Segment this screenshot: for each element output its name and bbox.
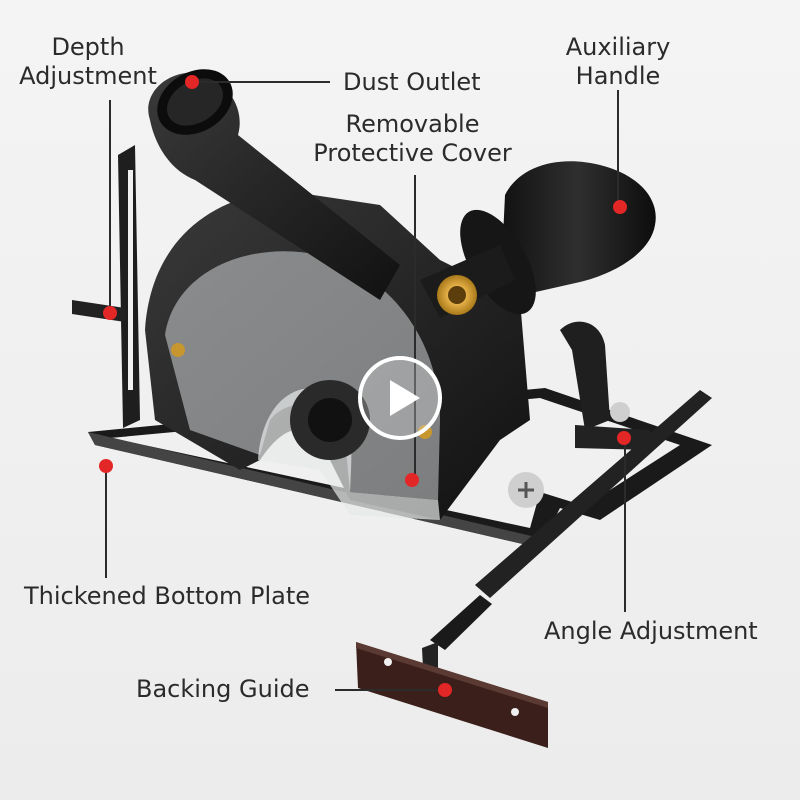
label-depth-adjustment-line1: Depth bbox=[51, 33, 125, 61]
backing-guide-plate bbox=[356, 642, 548, 748]
label-auxiliary-handle-line2: Handle bbox=[575, 62, 661, 90]
blade-guard bbox=[145, 190, 530, 520]
play-icon bbox=[390, 380, 420, 416]
auxiliary-handle bbox=[420, 161, 656, 318]
label-removable-cover-line2: Protective Cover bbox=[313, 139, 512, 167]
depth-adjustment-dot bbox=[103, 306, 117, 320]
label-bottom-plate: Thickened Bottom Plate bbox=[24, 582, 311, 610]
label-angle-adjustment: Angle Adjustment bbox=[544, 617, 758, 645]
angle-bracket bbox=[508, 321, 650, 508]
backing-guide-dot bbox=[438, 683, 452, 697]
angle-adjustment-dot bbox=[617, 431, 631, 445]
label-removable-cover-line1: Removable bbox=[345, 110, 480, 138]
label-depth-adjustment: Depth Adjustment bbox=[10, 33, 166, 91]
label-auxiliary-handle-line1: Auxiliary bbox=[565, 33, 671, 61]
auxiliary-handle-dot bbox=[613, 200, 627, 214]
measuring-rule bbox=[422, 390, 712, 688]
label-dust-outlet: Dust Outlet bbox=[343, 68, 481, 96]
dust-outlet-tube bbox=[148, 69, 400, 300]
depth-rod bbox=[72, 145, 140, 428]
leader-lines bbox=[105, 81, 626, 691]
play-button[interactable] bbox=[358, 356, 442, 440]
callout-dots bbox=[99, 75, 631, 697]
label-removable-cover: Removable Protective Cover bbox=[300, 110, 525, 168]
bottom-plate-dot bbox=[99, 459, 113, 473]
protective-cover-dot bbox=[405, 473, 419, 487]
dust-outlet-dot bbox=[185, 75, 199, 89]
label-auxiliary-handle: Auxiliary Handle bbox=[553, 33, 683, 91]
label-depth-adjustment-line2: Adjustment bbox=[19, 62, 157, 90]
label-backing-guide: Backing Guide bbox=[136, 675, 310, 703]
